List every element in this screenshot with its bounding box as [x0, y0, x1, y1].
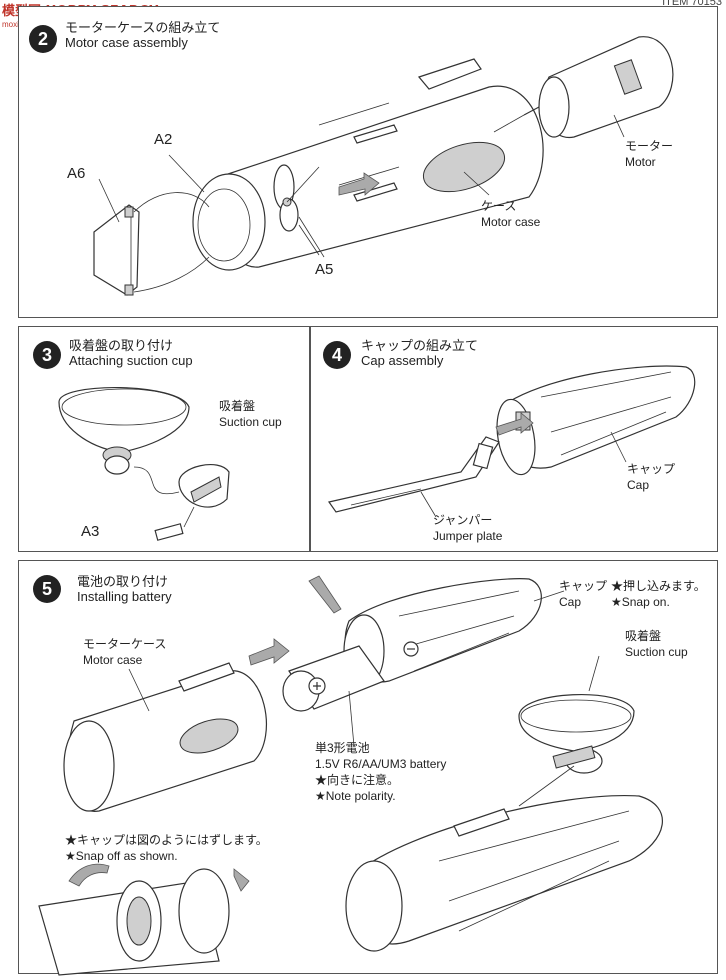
label-step5-cup-jp: 吸着盤 [625, 629, 662, 643]
step5-title-en: Installing battery [77, 589, 172, 604]
a5-propeller-drawing [273, 164, 325, 258]
step5-panel: 5 電池の取り付け Installing battery モーターケース Mot… [18, 560, 718, 976]
doc-code: ITEM 70153 [662, 0, 722, 8]
step4-number: 4 [323, 341, 351, 369]
label-motor-en: Motor [625, 155, 656, 169]
label-cup-en: Suction cup [219, 415, 282, 429]
label-cup-jp: 吸着盤 [219, 399, 256, 413]
jumper-plate-drawing [327, 412, 534, 513]
step3-diagram [58, 386, 230, 541]
label-snap-on-en: ★Snap on. [611, 595, 670, 609]
label-motor-jp: モーター [625, 139, 674, 153]
step5-motor-case-drawing [63, 662, 268, 812]
label-snap-off-jp: ★キャップは図のようにはずします。 [65, 833, 268, 847]
step5-assembled-drawing [345, 765, 663, 952]
label-case-en: Motor case [481, 215, 541, 229]
step4-title-en: Cap assembly [361, 353, 444, 368]
step3-title-jp: 吸着盤の取り付け [69, 339, 174, 354]
step2-panel: 2 モーターケースの組み立て Motor case assembly A2 A6… [18, 6, 718, 318]
step3-number: 3 [33, 341, 61, 369]
step2-diagram [93, 36, 674, 296]
step3-panel: 3 吸着盤の取り付け Attaching suction cup 吸着盤 Suc… [18, 326, 310, 552]
motor-case-drawing [192, 58, 544, 271]
label-snap-off-en: ★Snap off as shown. [65, 849, 178, 863]
step3-title-en: Attaching suction cup [69, 353, 193, 368]
battery-drawing [282, 645, 385, 712]
snap-off-detail-drawing [38, 863, 250, 976]
label-a3: A3 [81, 523, 100, 540]
label-step5-cap-en: Cap [559, 595, 582, 609]
label-jumper-en: Jumper plate [433, 529, 503, 543]
a3-clip-drawing [133, 463, 230, 541]
label-cap-jp: キャップ [627, 462, 676, 476]
label-step5-cap-jp: キャップ [559, 579, 608, 593]
label-step5-case-jp: モーターケース [83, 637, 167, 651]
step5-title-jp: 電池の取り付け [77, 575, 169, 590]
label-snap-on-jp: ★押し込みます。 [611, 579, 706, 593]
step4-title-jp: キャップの組み立て [361, 339, 479, 354]
label-a6: A6 [67, 165, 86, 182]
a6-part-drawing [93, 192, 210, 296]
motor-drawing [493, 36, 674, 138]
label-a2: A2 [154, 131, 173, 148]
step2-number: 2 [29, 25, 57, 53]
label-case-jp: ケース [481, 199, 517, 213]
step5-number: 5 [33, 575, 61, 603]
label-battery-en: 1.5V R6/AA/UM3 battery [315, 757, 447, 771]
label-step5-cup-en: Suction cup [625, 645, 688, 659]
label-a5: A5 [315, 261, 334, 278]
label-polarity-jp: ★向きに注意。 [315, 773, 400, 787]
label-battery-jp: 単3形電池 [315, 741, 370, 755]
step2-title-en: Motor case assembly [65, 35, 188, 50]
label-polarity-en: ★Note polarity. [315, 789, 396, 803]
step2-title-jp: モーターケースの組み立て [65, 21, 221, 36]
step5-diagram [38, 575, 663, 976]
label-step5-case-en: Motor case [83, 653, 143, 667]
insert-arrow [338, 172, 380, 196]
step4-panel: 4 キャップの組み立て Cap assembly キャップ Cap ジャンパー … [310, 326, 718, 552]
label-cap-en: Cap [627, 478, 650, 492]
step4-diagram [327, 365, 696, 518]
step5-suction-cup-drawing [518, 693, 635, 774]
label-jumper-jp: ジャンパー [433, 513, 493, 527]
suction-cup-drawing [58, 386, 190, 475]
